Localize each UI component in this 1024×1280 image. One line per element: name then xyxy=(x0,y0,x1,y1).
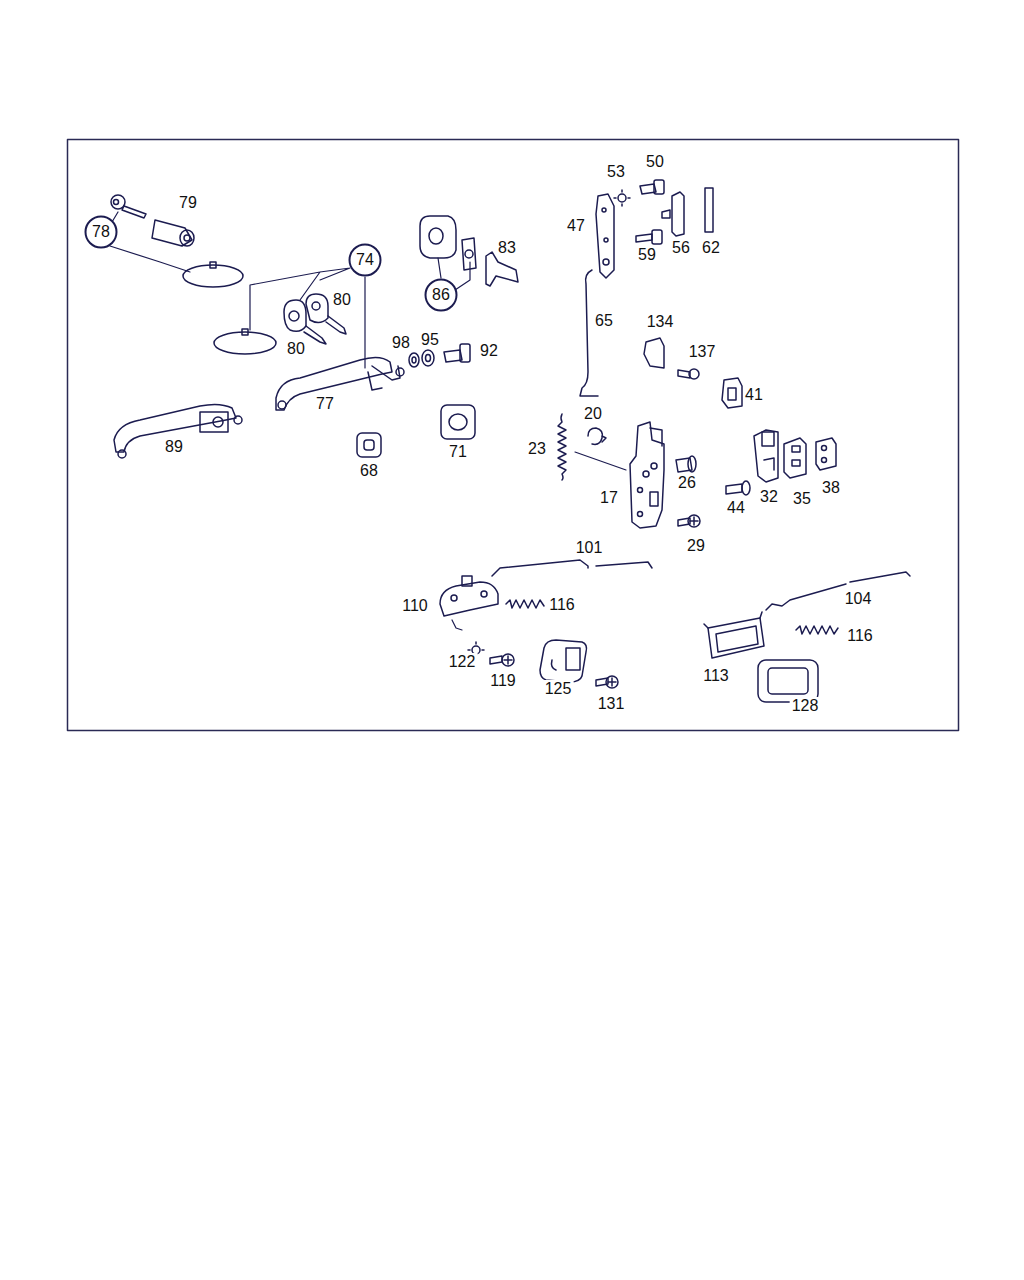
callout-number: 79 xyxy=(177,194,199,212)
parts-86-83 xyxy=(420,216,518,286)
lock-plate-parts xyxy=(596,180,713,278)
callout-number: 80 xyxy=(331,291,353,309)
callout-number: 131 xyxy=(596,695,627,713)
callout-number: 122 xyxy=(447,653,478,671)
callout-number: 65 xyxy=(593,312,615,330)
callout-number: 26 xyxy=(676,474,698,492)
door-lock-17 xyxy=(630,422,664,528)
door-handle-77 xyxy=(276,357,404,410)
callout-number: 50 xyxy=(644,153,666,171)
link-rod-65 xyxy=(580,270,598,396)
callout-circle: 74 xyxy=(348,243,382,277)
frame xyxy=(68,140,959,731)
callout-number: 113 xyxy=(701,667,731,685)
callout-number: 38 xyxy=(820,479,842,497)
callout-number: 32 xyxy=(758,488,780,506)
callout-number: 116 xyxy=(845,627,875,645)
door-handle-89 xyxy=(114,404,242,458)
callout-number: 119 xyxy=(488,672,518,690)
spring-20 xyxy=(575,428,626,470)
callout-number: 110 xyxy=(400,597,430,615)
inner-handle-110 xyxy=(440,576,498,630)
callout-number: 134 xyxy=(645,313,676,331)
callout-number: 116 xyxy=(547,596,577,614)
callout-number: 41 xyxy=(743,386,765,404)
callout-number: 104 xyxy=(843,590,874,608)
callout-number: 68 xyxy=(358,462,380,480)
callout-number: 62 xyxy=(700,239,722,257)
callout-number: 35 xyxy=(791,490,813,508)
callout-number: 101 xyxy=(574,539,605,557)
callout-number: 47 xyxy=(565,217,587,235)
callout-number: 71 xyxy=(447,443,469,461)
callout-number: 53 xyxy=(605,163,627,181)
callout-number: 89 xyxy=(163,438,185,456)
screws xyxy=(468,456,750,688)
callout-number: 98 xyxy=(390,334,412,352)
callout-circle: 78 xyxy=(84,215,118,249)
callout-number: 20 xyxy=(582,405,604,423)
callout-number: 125 xyxy=(543,680,574,698)
callout-number: 17 xyxy=(598,489,620,507)
clips xyxy=(644,338,742,408)
callout-number: 80 xyxy=(285,340,307,358)
callout-number: 74 xyxy=(348,243,382,277)
callout-number: 29 xyxy=(685,537,707,555)
callout-number: 56 xyxy=(670,239,692,257)
callout-number: 95 xyxy=(419,331,441,349)
retaining-rings xyxy=(183,262,276,354)
callout-number: 128 xyxy=(790,697,821,715)
callout-number: 92 xyxy=(478,342,500,360)
spring-23 xyxy=(558,414,566,480)
callout-number: 59 xyxy=(636,246,658,264)
callout-number: 44 xyxy=(725,499,747,517)
callout-number: 78 xyxy=(84,215,118,249)
striker-parts xyxy=(754,430,836,482)
callout-circle: 86 xyxy=(424,278,458,312)
callout-number: 77 xyxy=(314,395,336,413)
trim-plates xyxy=(540,612,818,702)
callout-number: 137 xyxy=(687,343,718,361)
leader-lines xyxy=(110,212,470,368)
callout-number: 83 xyxy=(496,239,518,257)
callout-number: 86 xyxy=(424,278,458,312)
callout-number: 23 xyxy=(526,440,548,458)
